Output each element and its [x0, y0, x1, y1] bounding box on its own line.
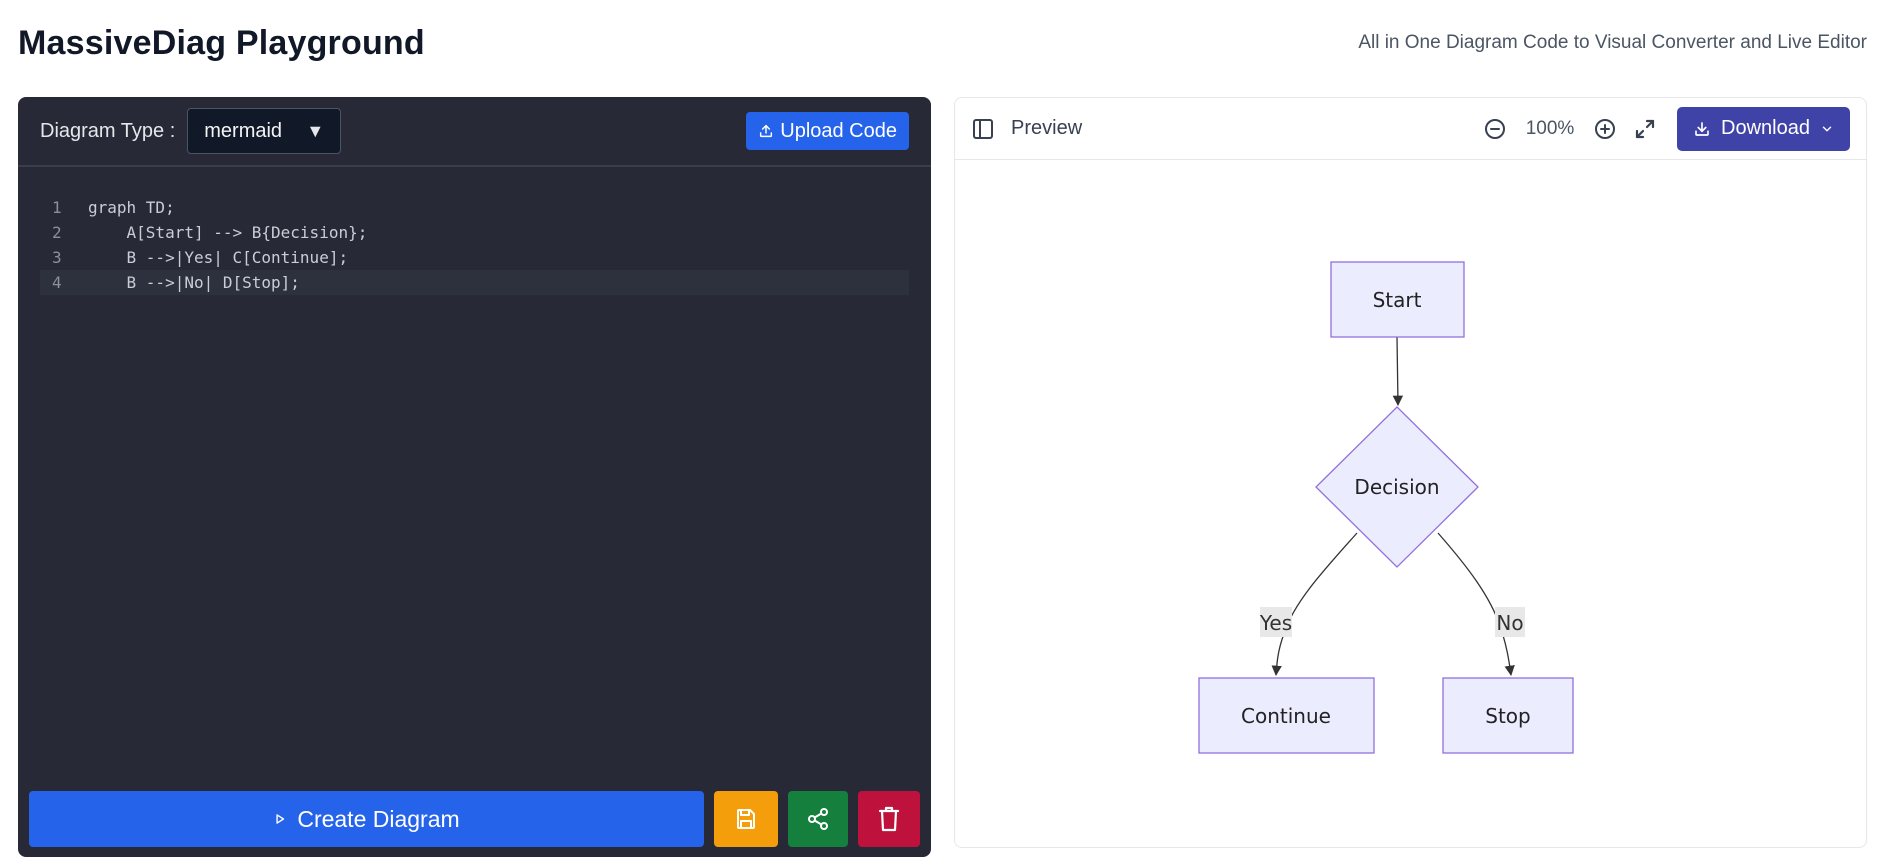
code-area[interactable]: 1 graph TD; 2 A[Start] --> B{Decision}; … [40, 195, 909, 295]
zoom-out-icon[interactable] [1483, 117, 1507, 141]
diagram-type-label: Diagram Type : [40, 119, 176, 142]
node-start-label: Start [1373, 288, 1422, 312]
line-number: 3 [52, 248, 62, 267]
editor-footer: Create Diagram [29, 791, 920, 847]
edge-decision-stop [1437, 532, 1515, 677]
create-diagram-button[interactable]: Create Diagram [29, 791, 704, 847]
upload-code-label: Upload Code [780, 119, 897, 142]
node-stop-label: Stop [1485, 704, 1530, 728]
node-decision-label: Decision [1354, 475, 1439, 499]
node-continue-label: Continue [1241, 704, 1331, 728]
download-button[interactable]: Download [1677, 106, 1850, 151]
edge-label-yes: Yes [1259, 611, 1292, 635]
code-text: B -->|Yes| C[Continue]; [88, 248, 349, 267]
create-diagram-label: Create Diagram [297, 805, 460, 832]
fullscreen-icon[interactable] [1633, 117, 1657, 141]
save-button[interactable] [714, 791, 778, 847]
edge-label-bg-no [1495, 607, 1525, 637]
edge-start-decision [1392, 336, 1404, 407]
line-number: 4 [52, 273, 62, 292]
trash-icon [878, 806, 900, 832]
preview-panel: Preview 100% Download [954, 97, 1867, 848]
code-line[interactable]: 2 A[Start] --> B{Decision}; [40, 220, 909, 245]
node-start[interactable] [1330, 261, 1465, 338]
play-icon [276, 814, 285, 824]
code-editor-panel: Diagram Type : mermaid ▼ Upload Code 1 g… [18, 97, 931, 857]
app-subtitle: All in One Diagram Code to Visual Conver… [1358, 32, 1867, 53]
edge-label-bg-yes [1260, 607, 1292, 637]
zoom-in-icon[interactable] [1593, 117, 1617, 141]
diagram-type-select[interactable]: mermaid ▼ [187, 108, 342, 154]
diagram-type-value: mermaid [204, 119, 283, 142]
preview-toolbar: Preview 100% Download [955, 98, 1866, 160]
delete-button[interactable] [858, 791, 920, 847]
code-text: B -->|No| D[Stop]; [88, 273, 300, 292]
share-icon [808, 808, 828, 830]
flowchart: Yes No Start Decision Continue Stop [1198, 261, 1574, 754]
download-label: Download [1721, 117, 1810, 139]
chevron-down-icon [1822, 126, 1832, 131]
app-title: MassiveDiag Playground [18, 23, 425, 62]
sidebar-toggle-icon[interactable] [971, 117, 995, 141]
line-number: 1 [52, 198, 62, 217]
node-decision[interactable] [1315, 406, 1479, 568]
line-number: 2 [52, 223, 62, 242]
diagram-canvas[interactable]: Yes No Start Decision Continue Stop [955, 161, 1866, 847]
download-icon [1695, 121, 1709, 136]
zoom-controls: 100% [1483, 117, 1657, 141]
edge-label-no: No [1496, 611, 1523, 635]
node-stop[interactable] [1442, 677, 1574, 754]
caret-down-icon: ▼ [306, 120, 325, 141]
code-line[interactable]: 3 B -->|Yes| C[Continue]; [40, 245, 909, 270]
code-text: graph TD; [88, 198, 175, 217]
app-header: MassiveDiag Playground All in One Diagra… [18, 22, 1867, 64]
preview-label: Preview [1011, 117, 1083, 139]
code-text: A[Start] --> B{Decision}; [88, 223, 368, 242]
code-line-active[interactable]: 4 B -->|No| D[Stop]; [40, 270, 909, 295]
upload-icon [760, 124, 773, 138]
share-button[interactable] [788, 791, 848, 847]
zoom-level: 100% [1525, 117, 1575, 139]
editor-toolbar: Diagram Type : mermaid ▼ Upload Code [18, 97, 931, 167]
code-line[interactable]: 1 graph TD; [40, 195, 909, 220]
upload-code-button[interactable]: Upload Code [746, 112, 909, 150]
node-continue[interactable] [1198, 677, 1375, 754]
edge-decision-continue [1271, 532, 1358, 677]
save-icon [737, 809, 755, 829]
